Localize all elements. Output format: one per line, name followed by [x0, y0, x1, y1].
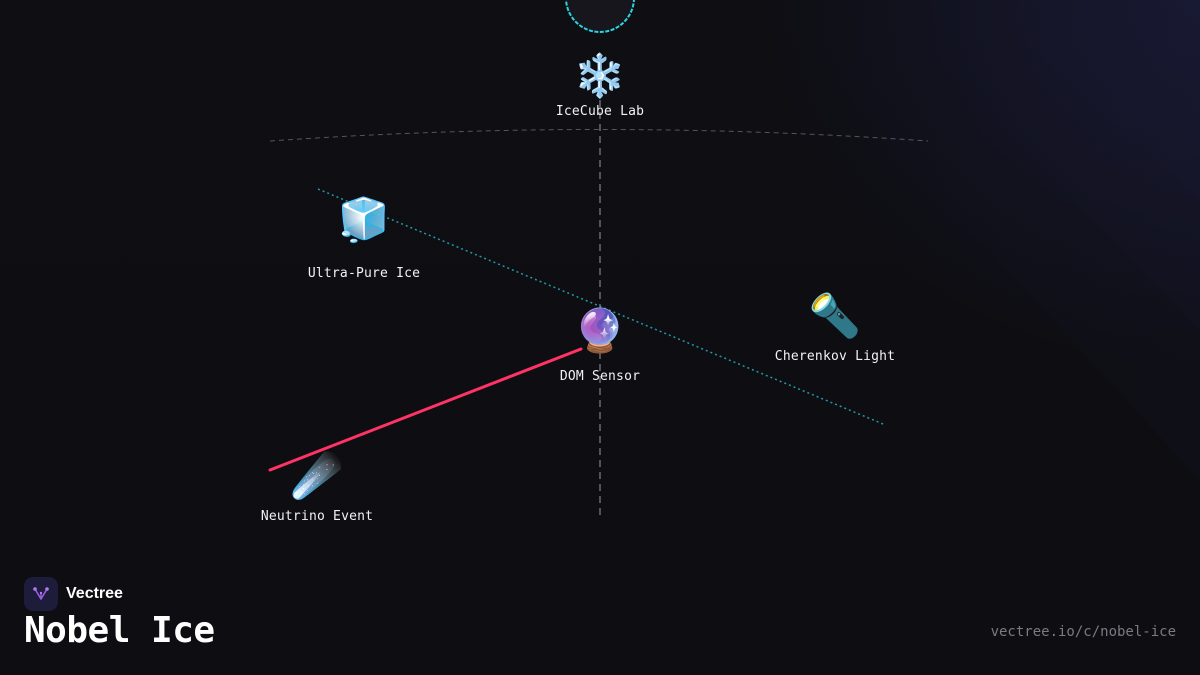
- node-label-dom-sensor: DOM Sensor: [559, 369, 641, 384]
- brand[interactable]: Vectree: [24, 577, 123, 611]
- snowflake-icon: ❄️: [573, 51, 627, 100]
- node-label-neutrino-event: Neutrino Event: [260, 509, 374, 524]
- node-neutrino-event[interactable]: ☄️ Neutrino Event: [260, 451, 374, 525]
- node-label-icecube-lab: IceCube Lab: [555, 104, 645, 119]
- node-ultra-pure-ice[interactable]: 🧊 Ultra-Pure Ice: [307, 195, 421, 282]
- flashlight-icon: 🔦: [808, 291, 862, 340]
- cherenkov-light-path: [317, 188, 884, 425]
- page-title: Nobel Ice: [24, 610, 215, 651]
- brand-name: Vectree: [66, 585, 123, 602]
- comet-icon: ☄️: [290, 451, 344, 500]
- node-dom-sensor[interactable]: 🔮 DOM Sensor: [559, 306, 641, 385]
- node-cherenkov-light[interactable]: 🔦 Cherenkov Light: [774, 291, 896, 365]
- node-icecube-lab[interactable]: ❄️ IceCube Lab: [555, 51, 645, 120]
- ice-cube-icon: 🧊: [337, 195, 391, 244]
- node-label-cherenkov-light: Cherenkov Light: [774, 349, 896, 364]
- node-label-ultra-pure-ice: Ultra-Pure Ice: [307, 266, 421, 281]
- icecube-lab-ring: [565, 0, 635, 33]
- page-url-link[interactable]: vectree.io/c/nobel-ice: [990, 624, 1176, 640]
- crystal-ball-icon: 🔮: [573, 306, 627, 355]
- neutrino-track: [268, 347, 583, 472]
- vectree-logo-icon: [24, 577, 58, 611]
- ice-surface-line: [269, 129, 929, 142]
